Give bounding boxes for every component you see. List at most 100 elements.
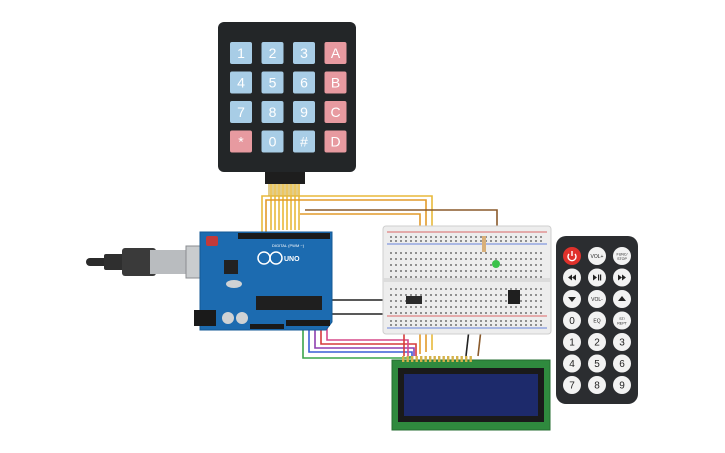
keypad-key-label: A [331,45,341,61]
remote-button-st-rept[interactable]: ST/REPT [613,311,631,330]
wire-green [302,322,411,359]
keypad-key-label: C [330,104,340,120]
keypad-key-A[interactable]: A [324,42,347,64]
ir-receiver [508,290,520,304]
breadboard [382,225,552,335]
crystal [226,280,242,288]
remote-button-7[interactable]: 7 [563,376,581,394]
keypad-key-label: 7 [237,104,245,120]
keypad-key-#[interactable]: # [293,130,315,153]
remote-button-9[interactable]: 9 [613,376,631,394]
keypad-key-label: B [331,75,340,91]
wire-blue [308,322,413,356]
ir-remote: VOL+ FUNC/STOP VOL- 0 EQ ST/REPT 1 2 3 4 5 6 7 8 9 [556,236,638,404]
rewind-button[interactable] [563,268,581,287]
keypad-key-6[interactable]: 6 [293,71,315,94]
remote-button-func-stop[interactable]: FUNC/STOP [613,247,631,265]
remote-button-label: REPT [617,321,627,325]
keypad-frame [218,22,356,172]
remote-button-label: 4 [569,359,575,370]
arduino-uno-board: DIGITAL (PWM ~) UNO [194,231,333,331]
power-jack [194,310,216,326]
down-icon [568,297,576,302]
keypad-key-label: * [238,134,244,150]
remote-button-vol-[interactable]: VOL- [588,290,606,308]
keypad-key-D[interactable]: D [324,130,347,153]
remote-button-label: ST/ [619,317,625,321]
membrane-keypad: 1 2 3 A 4 5 6 B 7 8 9 C * 0 # D [218,22,356,196]
digital-header [238,233,330,239]
keypad-key-label: 0 [269,134,277,150]
keypad-key-label: 9 [300,104,308,120]
keypad-key-1[interactable]: 1 [230,42,252,64]
arduino-pcb [199,231,333,331]
resistor [482,236,486,252]
usb-chip [224,260,238,274]
keypad-key-label: 3 [300,45,308,61]
remote-button-label: 0 [569,316,575,327]
keypad-key-C[interactable]: C [324,101,347,123]
power-icon [567,251,577,262]
keypad-key-0[interactable]: 0 [261,130,284,153]
lcd-screen [404,374,538,416]
remote-button-eq[interactable]: EQ [588,311,606,330]
remote-button-label: 8 [594,381,600,392]
remote-button-label: VOL+ [591,254,604,260]
keypad-key-label: 1 [237,45,245,61]
usb-cable [86,245,215,279]
remote-button-label: VOL- [591,297,603,303]
keypad-key-2[interactable]: 2 [261,42,284,64]
remote-button-1[interactable]: 1 [563,333,581,351]
keypad-key-label: 4 [237,75,245,91]
keypad-key-B[interactable]: B [324,71,347,94]
keypad-key-label: 8 [269,104,277,120]
play-pause-button[interactable] [588,268,606,287]
remote-button-6[interactable]: 6 [613,354,631,373]
keypad-key-*[interactable]: * [230,130,252,153]
capacitor-2 [236,312,248,324]
remote-button-3[interactable]: 3 [613,333,631,351]
remote-button-label: 6 [619,359,625,370]
power-button[interactable] [563,247,581,265]
microcontroller [256,296,322,310]
remote-button-4[interactable]: 4 [563,354,581,373]
lcd-16x2-display [391,356,551,431]
remote-button-2[interactable]: 2 [588,333,606,351]
keypad-key-label: # [300,134,308,150]
keypad-key-9[interactable]: 9 [293,101,315,123]
up-button[interactable] [613,290,631,308]
remote-button-label: 7 [569,381,575,392]
led-green [492,260,500,268]
keypad-key-8[interactable]: 8 [261,101,284,123]
keypad-key-4[interactable]: 4 [230,71,252,94]
digital-header-label: DIGITAL (PWM ~) [272,243,305,248]
down-button[interactable] [563,290,581,308]
play-pause-icon [593,274,602,281]
fast-forward-icon [618,274,626,281]
remote-button-vol-[interactable]: VOL+ [588,247,606,265]
capacitor-1 [222,312,234,324]
remote-button-label: 9 [619,381,625,392]
remote-button-label: 2 [594,338,600,349]
remote-button-label: EQ [593,318,600,324]
analog-header [286,320,330,326]
fast-forward-button[interactable] [613,268,631,287]
keypad-key-label: 6 [300,75,308,91]
keypad-key-5[interactable]: 5 [261,71,284,94]
remote-button-0[interactable]: 0 [563,311,581,330]
remote-button-label: 1 [569,338,575,349]
keypad-pins [268,184,298,196]
wire-purple [314,322,415,356]
wire-pink [326,322,409,356]
keypad-key-3[interactable]: 3 [293,42,315,64]
remote-button-label: 3 [619,338,625,349]
keypad-key-7[interactable]: 7 [230,101,252,123]
power-header [250,324,284,329]
reset-button [206,236,218,246]
keypad-key-label: 5 [269,75,277,91]
wire-red [320,322,417,356]
remote-button-8[interactable]: 8 [588,376,606,394]
remote-button-5[interactable]: 5 [588,354,606,373]
keypad-key-label: 2 [269,45,277,61]
